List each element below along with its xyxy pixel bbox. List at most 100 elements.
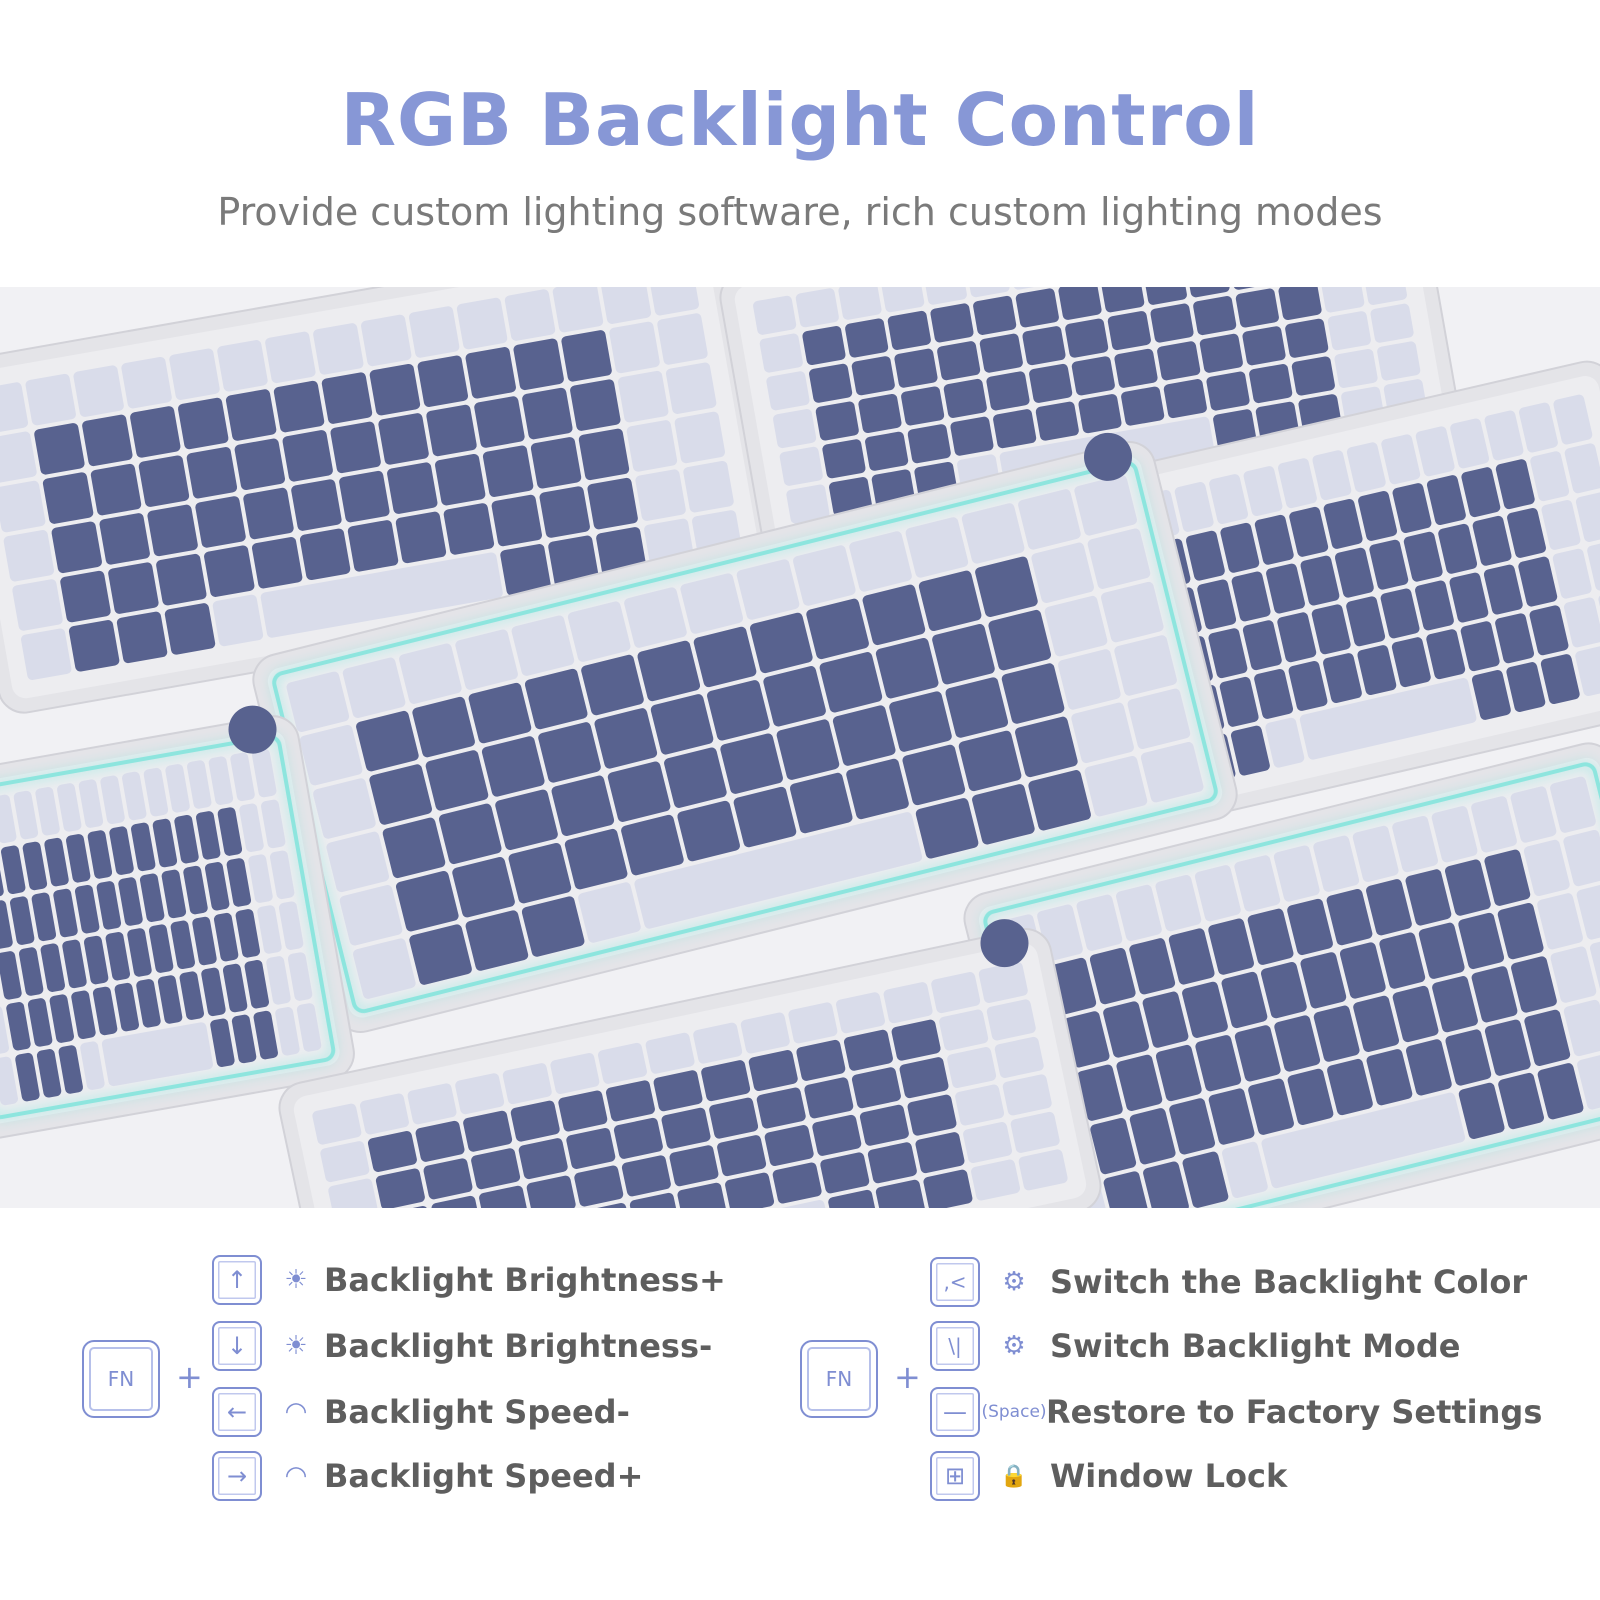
keycap bbox=[1405, 869, 1452, 926]
keycap bbox=[1107, 311, 1151, 351]
keycap bbox=[157, 975, 183, 1024]
keycap bbox=[661, 1107, 711, 1149]
keycap bbox=[395, 871, 459, 932]
keycap bbox=[902, 744, 966, 806]
keycap bbox=[1540, 654, 1580, 704]
keycap bbox=[930, 303, 974, 343]
keycap bbox=[179, 971, 204, 1020]
keycap bbox=[846, 758, 909, 820]
keycap bbox=[1550, 776, 1596, 833]
keycap bbox=[1274, 1015, 1321, 1072]
keycap bbox=[1114, 635, 1177, 696]
keycap bbox=[581, 654, 644, 716]
keycap bbox=[78, 779, 104, 828]
keycap bbox=[1114, 348, 1158, 388]
keycap bbox=[1287, 1068, 1334, 1126]
keycap bbox=[417, 355, 469, 407]
keycap bbox=[508, 842, 572, 904]
keycap bbox=[116, 611, 168, 664]
keycap bbox=[235, 909, 261, 958]
keycap bbox=[1346, 442, 1386, 493]
keycap bbox=[0, 900, 13, 949]
keycap bbox=[1587, 540, 1600, 591]
keycap bbox=[1208, 628, 1248, 679]
legend-label: Switch Backlight Mode bbox=[1050, 1327, 1461, 1365]
keycap bbox=[90, 463, 142, 516]
keycap bbox=[1289, 506, 1329, 557]
fn-key-icon: FN bbox=[82, 1340, 160, 1418]
keycap bbox=[1495, 459, 1535, 510]
keycap bbox=[564, 828, 628, 890]
keycap bbox=[36, 1049, 62, 1098]
keycap bbox=[923, 1169, 973, 1208]
keycap bbox=[495, 789, 558, 851]
keycap bbox=[253, 1010, 278, 1060]
spacebar bbox=[634, 812, 923, 929]
keycap bbox=[607, 761, 671, 822]
keycap bbox=[1058, 287, 1102, 320]
keycap bbox=[518, 1138, 568, 1180]
keycap bbox=[491, 494, 543, 547]
keycap bbox=[1312, 450, 1352, 501]
keycap bbox=[1220, 522, 1260, 573]
keycap bbox=[183, 865, 208, 915]
windows-key-icon: ⊞ bbox=[930, 1451, 980, 1501]
keycap bbox=[635, 469, 686, 521]
keycap bbox=[58, 1045, 83, 1094]
keycap bbox=[828, 1189, 878, 1208]
keycap bbox=[1235, 288, 1279, 328]
keycap bbox=[265, 331, 316, 384]
keycap bbox=[177, 397, 229, 450]
keycap bbox=[375, 1168, 425, 1208]
keycap bbox=[1392, 985, 1439, 1043]
keycap bbox=[851, 356, 895, 396]
lock-icon: 🔒 bbox=[1000, 1463, 1028, 1489]
keycap bbox=[152, 818, 178, 868]
keycap bbox=[71, 990, 96, 1040]
speedometer-icon: ◠ bbox=[284, 1397, 308, 1427]
keyboard-photo bbox=[0, 287, 1600, 1208]
keycap bbox=[955, 1084, 1005, 1126]
keycap bbox=[210, 1018, 235, 1067]
keycap bbox=[748, 1050, 798, 1092]
keycap bbox=[792, 545, 856, 606]
keycap bbox=[806, 598, 869, 660]
keycap bbox=[566, 1127, 616, 1169]
keycap bbox=[13, 790, 39, 840]
keycap bbox=[1334, 547, 1374, 598]
legend-label: Backlight Speed- bbox=[324, 1393, 630, 1431]
keycap bbox=[1018, 1149, 1068, 1191]
keyboard-center bbox=[252, 432, 1238, 1033]
brightness-icon: ☀ bbox=[284, 1265, 308, 1295]
keycap bbox=[707, 680, 770, 741]
keyboard-left bbox=[0, 705, 355, 1139]
keycap bbox=[1127, 688, 1191, 750]
keycap bbox=[915, 1132, 965, 1174]
keycap bbox=[1550, 946, 1597, 1003]
keycap bbox=[1254, 514, 1294, 565]
keycap bbox=[138, 455, 190, 507]
keycap bbox=[130, 822, 156, 872]
keycap bbox=[889, 691, 952, 752]
keycap bbox=[1506, 662, 1546, 712]
keycap bbox=[1300, 952, 1347, 1009]
keycap bbox=[230, 752, 255, 802]
keyboard-bottom-right bbox=[963, 742, 1600, 1208]
keycap bbox=[1358, 491, 1397, 541]
keycap bbox=[73, 365, 124, 417]
keycap bbox=[943, 378, 987, 418]
keycap bbox=[994, 1036, 1044, 1078]
keycap bbox=[415, 1120, 465, 1162]
keycap bbox=[74, 884, 100, 934]
keycap bbox=[725, 1172, 775, 1208]
keycap bbox=[122, 771, 147, 821]
keycap bbox=[1074, 475, 1137, 536]
keycap bbox=[993, 409, 1037, 449]
keycap bbox=[1405, 1039, 1452, 1096]
keycap bbox=[1273, 845, 1320, 902]
spacebar bbox=[1261, 1092, 1466, 1189]
keycap bbox=[1071, 356, 1115, 396]
keycap bbox=[1323, 653, 1362, 703]
keycap bbox=[624, 587, 687, 648]
keycap bbox=[795, 288, 839, 328]
